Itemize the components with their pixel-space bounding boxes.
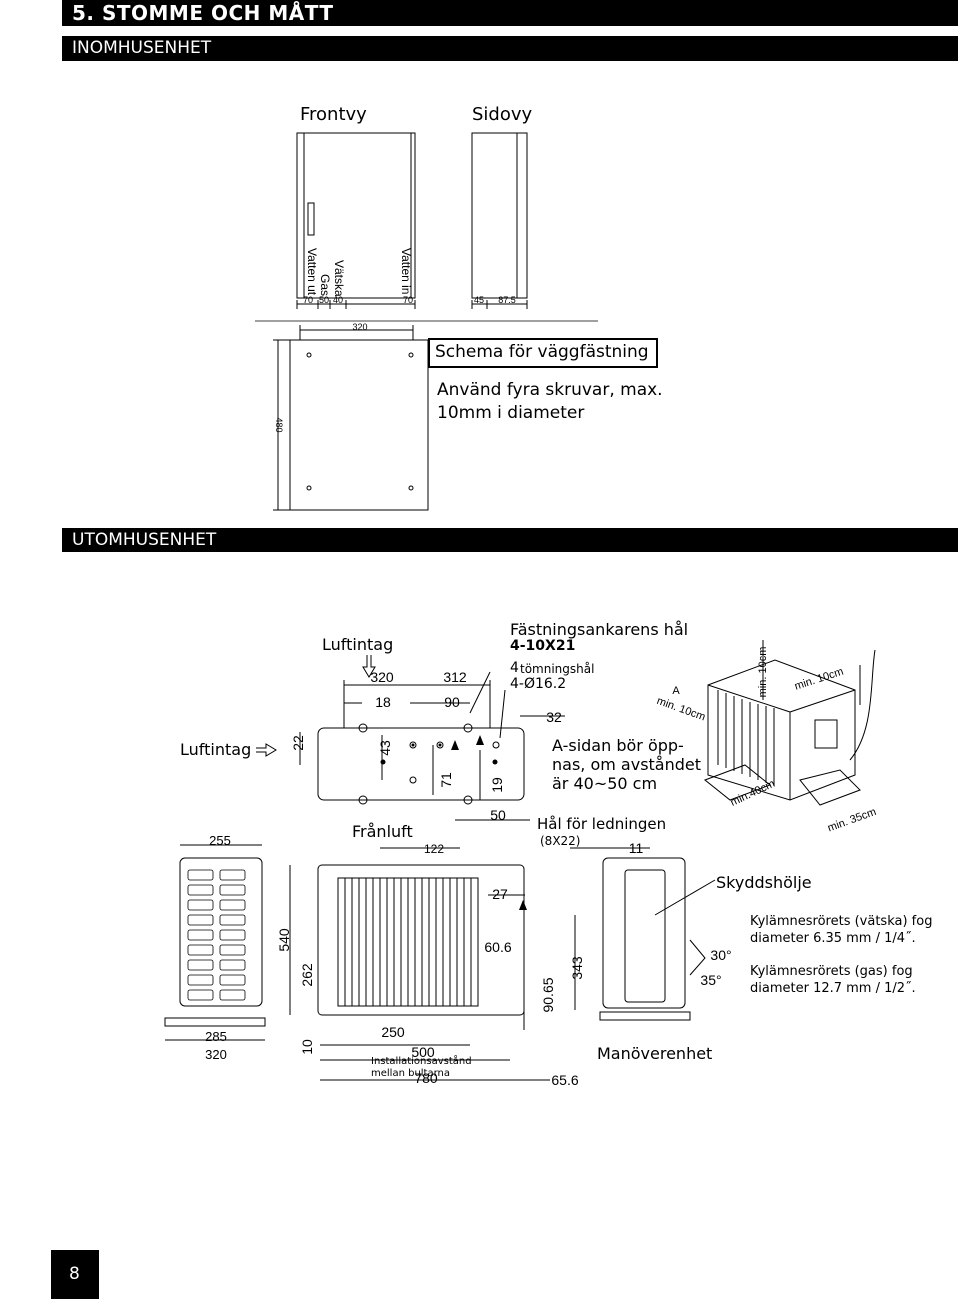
angle-35: 35° bbox=[700, 972, 721, 988]
service-unit-label: Manöverenhet bbox=[597, 1044, 713, 1063]
a-side-note-3: är 40~50 cm bbox=[552, 774, 658, 793]
outdoor-left-side-view bbox=[179, 857, 263, 1007]
pipe-hole-spec: (8X22) bbox=[540, 834, 581, 848]
gas-pipe-note-1: Kylämnesrörets (gas) fog bbox=[750, 964, 913, 979]
port-label-water-in: Vatten in bbox=[399, 248, 413, 294]
front-dim-4: 70 bbox=[403, 295, 413, 305]
dim-90: 90 bbox=[444, 694, 460, 710]
air-intake-left-arrow bbox=[256, 743, 277, 757]
port-label-gas: Gas bbox=[318, 274, 332, 296]
install-distance-2: mellan bultarna bbox=[371, 1068, 451, 1079]
mount-title-box bbox=[428, 338, 658, 368]
drain-count: 4 bbox=[510, 660, 519, 676]
dim-285: 285 bbox=[205, 1029, 227, 1044]
side-view-outline bbox=[471, 132, 528, 299]
air-intake-left-label: Luftintag bbox=[180, 740, 252, 759]
side-dim-2: 87.5 bbox=[498, 295, 516, 305]
mount-width-dim: 320 bbox=[352, 322, 367, 332]
anchor-holes-title: Fästningsankarens hål bbox=[510, 620, 689, 639]
dim-343: 343 bbox=[569, 956, 585, 980]
anchor-holes-spec: 4-10X21 bbox=[510, 638, 576, 654]
dim-71: 71 bbox=[438, 772, 454, 788]
dim-312: 312 bbox=[443, 669, 467, 685]
outdoor-right-side-view bbox=[602, 857, 686, 1009]
outdoor-heading-bar: UTOMHUSENHET bbox=[62, 528, 958, 552]
front-dim-2: 50 bbox=[319, 295, 329, 305]
pipe-hole-label: Hål för ledningen bbox=[537, 815, 667, 833]
cover-leader-line bbox=[654, 879, 716, 916]
liquid-pipe-note-2: diameter 6.35 mm / 1/4˝. bbox=[750, 931, 916, 946]
indoor-heading: INOMHUSENHET bbox=[72, 38, 212, 58]
clearance-min35: min. 35cm bbox=[826, 806, 878, 835]
angle-30: 30° bbox=[710, 947, 731, 963]
dim-11: 11 bbox=[629, 840, 644, 856]
drain-label: tömningshål bbox=[520, 662, 595, 676]
side-dim-1: 45 bbox=[474, 295, 484, 305]
dim-320-top: 320 bbox=[370, 669, 394, 685]
dim-22: 22 bbox=[290, 735, 306, 751]
wall-mount-plate bbox=[289, 339, 429, 511]
liquid-pipe-note-1: Kylämnesrörets (vätska) fog bbox=[750, 914, 933, 929]
dim-10: 10 bbox=[299, 1039, 315, 1055]
gas-pipe-note-2: diameter 12.7 mm / 1/2˝. bbox=[750, 981, 916, 996]
dim-60-6: 60.6 bbox=[484, 939, 511, 955]
dim-65-6: 65.6 bbox=[551, 1072, 578, 1088]
air-outlet-label: Frånluft bbox=[352, 822, 413, 841]
dim-19: 19 bbox=[489, 777, 505, 793]
dim-50: 50 bbox=[490, 807, 506, 823]
dim-780: 780 bbox=[414, 1070, 438, 1086]
mount-note-1: Använd fyra skruvar, max. bbox=[437, 380, 663, 400]
front-dim-3: 40 bbox=[333, 295, 343, 305]
cover-label: Skyddshölje bbox=[716, 873, 812, 892]
drain-spec: 4-Ø16.2 bbox=[510, 676, 567, 692]
mount-height-dim: 480 bbox=[274, 417, 284, 432]
dim-32: 32 bbox=[546, 709, 562, 725]
dim-540: 540 bbox=[276, 928, 292, 952]
outdoor-heading: UTOMHUSENHET bbox=[72, 530, 217, 550]
dim-250: 250 bbox=[381, 1024, 405, 1040]
dim-262: 262 bbox=[299, 963, 315, 987]
clearance-min10-top: min. 10cm bbox=[757, 647, 769, 698]
install-distance-1: Installationsavstånd bbox=[371, 1056, 472, 1067]
clearance-a-marker: A bbox=[672, 685, 680, 697]
mount-note-2: 10mm i diameter bbox=[437, 403, 585, 423]
port-label-liquid: Vätska bbox=[332, 260, 346, 297]
port-label-water-out: Vatten ut bbox=[305, 248, 319, 296]
page-number-box: 8 bbox=[51, 1250, 99, 1299]
side-view-label: Sidovy bbox=[472, 104, 533, 125]
dim-320-bottom: 320 bbox=[205, 1047, 227, 1062]
dim-122: 122 bbox=[424, 842, 444, 856]
air-intake-top-label: Luftintag bbox=[322, 635, 394, 654]
mount-title: Schema för väggfästning bbox=[435, 342, 649, 362]
a-side-note-1: A-sidan bör öpp- bbox=[552, 736, 684, 755]
dim-43: 43 bbox=[377, 740, 393, 756]
dim-18: 18 bbox=[375, 694, 391, 710]
front-view-label: Frontvy bbox=[300, 104, 367, 125]
dim-255: 255 bbox=[209, 833, 231, 848]
air-intake-top-arrow bbox=[362, 655, 376, 678]
a-side-note-2: nas, om avståndet bbox=[552, 755, 702, 774]
outdoor-top-view bbox=[317, 727, 525, 801]
front-view-outline bbox=[296, 132, 416, 299]
indoor-heading-bar: INOMHUSENHET bbox=[62, 36, 958, 61]
front-dim-1: 70 bbox=[303, 295, 313, 305]
dim-500: 500 bbox=[411, 1044, 435, 1060]
dim-90-65: 90.65 bbox=[540, 977, 556, 1012]
section-title-bar: 5. STOMME OCH MÅTT bbox=[62, 0, 958, 26]
section-title: 5. STOMME OCH MÅTT bbox=[72, 1, 334, 25]
dim-27: 27 bbox=[492, 886, 508, 902]
page-number: 8 bbox=[69, 1264, 80, 1284]
outdoor-isometric-view bbox=[704, 640, 876, 806]
clearance-min10-left: min. 10cm bbox=[655, 695, 707, 724]
